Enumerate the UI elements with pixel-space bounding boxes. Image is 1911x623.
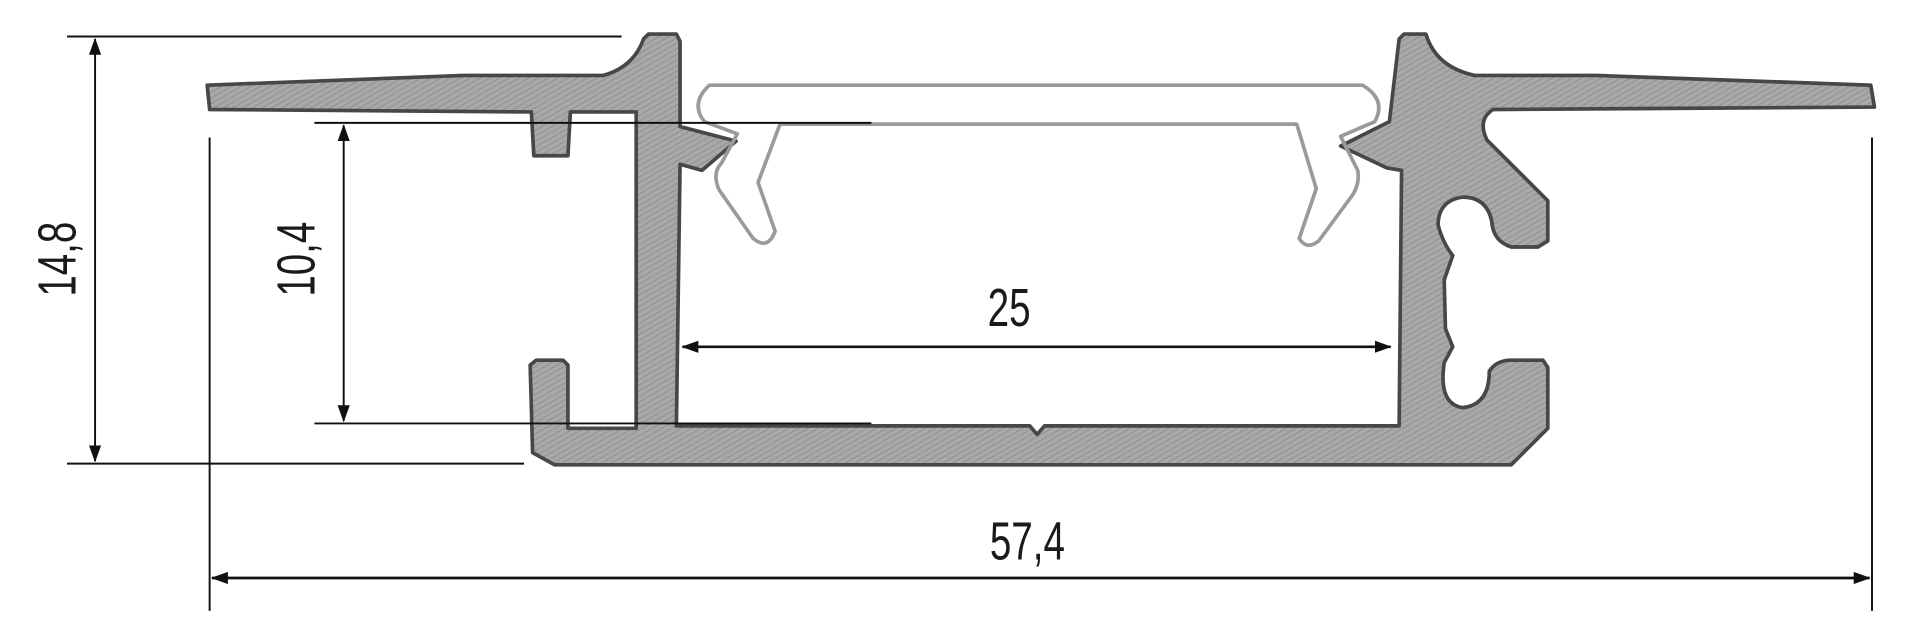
label-total-width: 57,4 [990, 512, 1065, 572]
label-inner-height: 10,4 [266, 222, 326, 297]
aluminium-profile [205, 32, 1877, 467]
diffuser-cover [696, 83, 1381, 248]
label-inner-width: 25 [988, 278, 1031, 338]
label-total-height: 14,8 [27, 222, 87, 297]
dimension-lines [67, 35, 1873, 611]
